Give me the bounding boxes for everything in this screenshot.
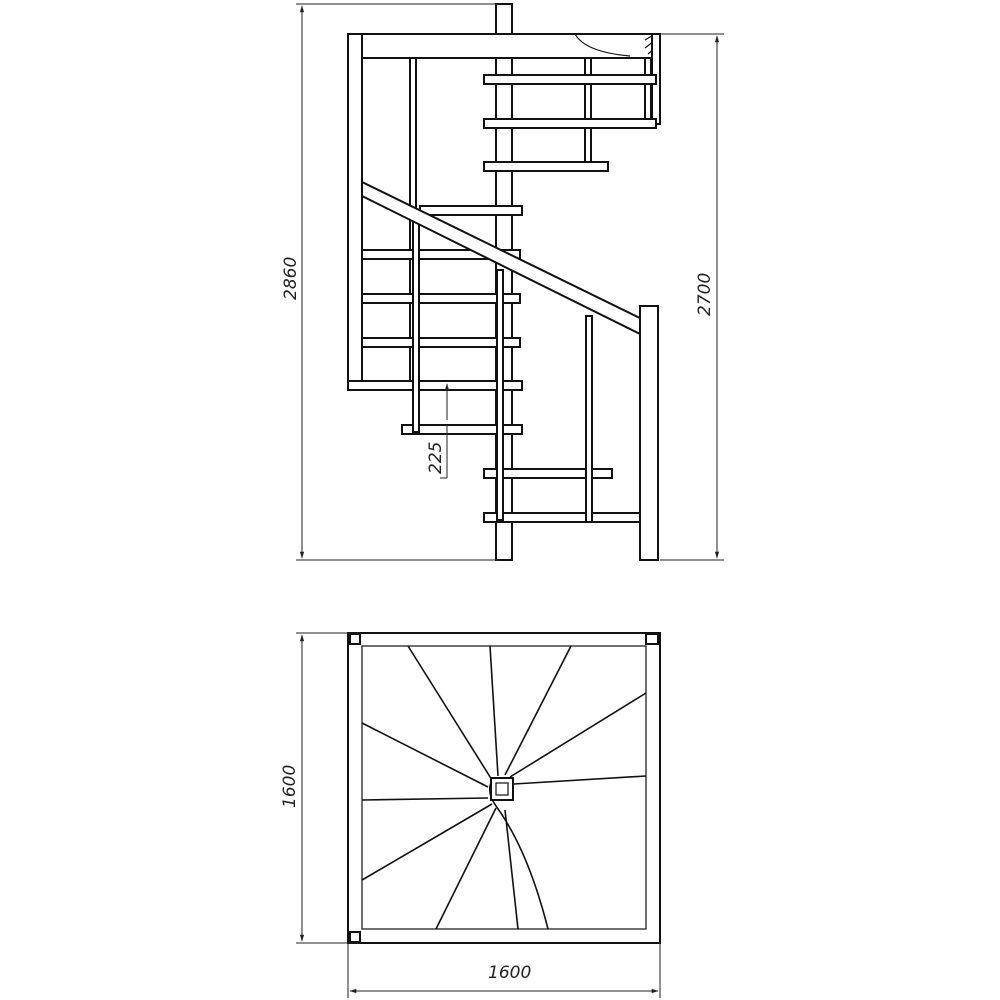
baluster-front-3 bbox=[585, 315, 593, 523]
plan-tread-lines bbox=[361, 645, 647, 930]
tread bbox=[401, 424, 523, 435]
baluster-front-1 bbox=[412, 221, 420, 433]
bottom-newel-post bbox=[639, 305, 659, 561]
tread bbox=[361, 249, 521, 260]
tread bbox=[483, 468, 613, 479]
tread bbox=[361, 293, 521, 304]
tread bbox=[483, 74, 657, 85]
floor-height-dimension: 2700 bbox=[660, 33, 724, 561]
total-height-label: 2860 bbox=[281, 257, 301, 300]
baluster-back-3 bbox=[644, 57, 652, 127]
plan-depth-dimension: 1600 bbox=[280, 632, 360, 944]
landing-door-arc bbox=[574, 33, 631, 57]
step-rise-label: 225 bbox=[426, 442, 446, 474]
elevation-view: 225 bbox=[347, 3, 661, 561]
top-landing-beam bbox=[347, 33, 661, 59]
tread bbox=[483, 161, 609, 172]
tread bbox=[483, 118, 657, 129]
plan-width-label: 1600 bbox=[488, 963, 531, 983]
plan-depth-label: 1600 bbox=[280, 765, 300, 808]
plan-width-dimension: 1600 bbox=[347, 943, 661, 998]
floor-height-label: 2700 bbox=[695, 273, 715, 316]
plan-central-column-core bbox=[495, 782, 509, 796]
plan-view bbox=[347, 632, 661, 944]
lower-landing-tread bbox=[347, 380, 523, 391]
baluster-front-2 bbox=[496, 269, 504, 521]
tread bbox=[419, 205, 523, 216]
total-height-dimension: 2860 bbox=[281, 3, 500, 561]
plan-corner-post bbox=[645, 633, 659, 645]
bottom-tread bbox=[483, 512, 651, 523]
plan-corner-post bbox=[349, 931, 361, 943]
plan-inner-frame bbox=[361, 645, 647, 930]
left-frame-post bbox=[347, 33, 363, 391]
plan-central-column bbox=[490, 777, 514, 801]
tread bbox=[361, 337, 521, 348]
plan-corner-post bbox=[349, 633, 361, 645]
